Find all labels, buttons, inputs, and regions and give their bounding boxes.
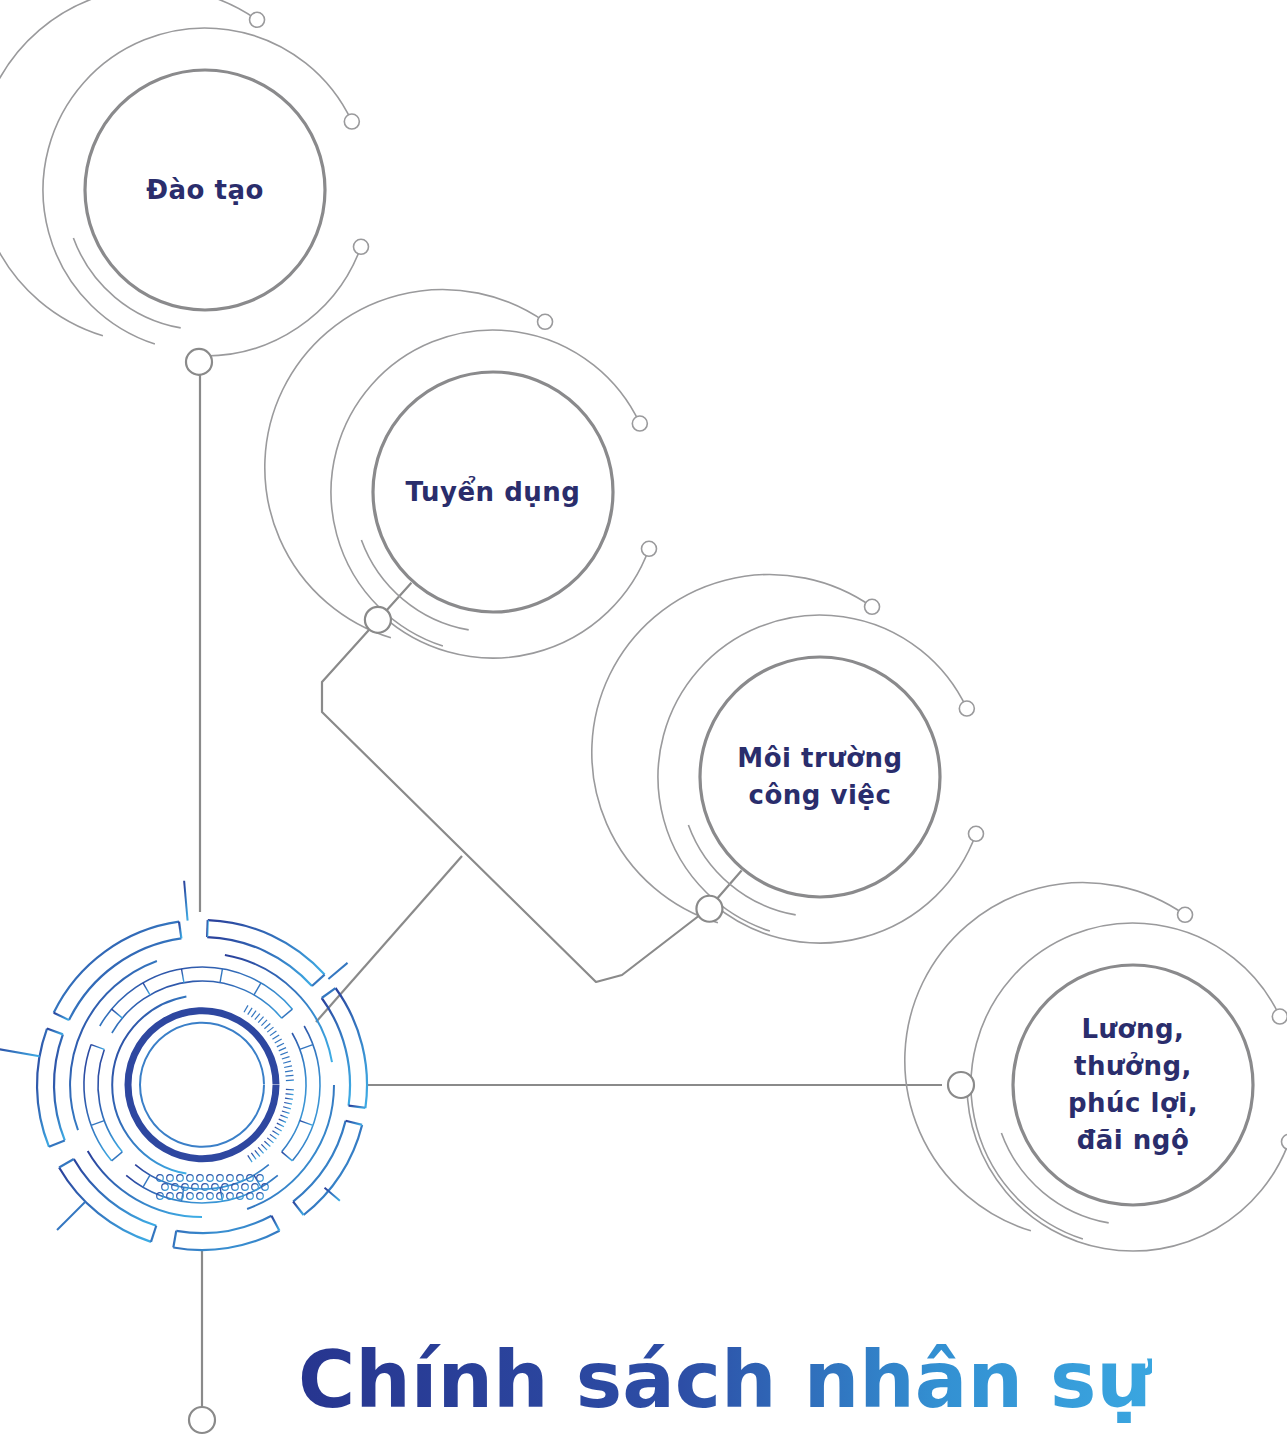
diagram-title: Chính sách nhân sự	[298, 1338, 1152, 1424]
circle-outline	[1011, 963, 1255, 1207]
circle-node: Tuyển dụng	[371, 370, 615, 614]
node-label: Đào tạo	[146, 172, 264, 209]
node-label: Lương, thưởng, phúc lợi, đãi ngộ	[1058, 1011, 1208, 1159]
ring-decor	[592, 575, 984, 944]
node-label: Tuyển dụng	[406, 474, 581, 511]
circle-node: Môi trường công việc	[698, 655, 942, 899]
node-label: Môi trường công việc	[722, 740, 918, 814]
hub-illustration	[0, 881, 367, 1250]
connector-line	[322, 583, 742, 982]
leader-lines	[189, 367, 942, 1433]
ring-decor	[265, 290, 657, 659]
circle-outline	[698, 655, 942, 899]
circle-node: Đào tạo	[83, 68, 327, 312]
ring-decor	[905, 883, 1287, 1252]
ring-decor	[0, 0, 368, 375]
circle-node: Lương, thưởng, phúc lợi, đãi ngộ	[1011, 963, 1255, 1207]
